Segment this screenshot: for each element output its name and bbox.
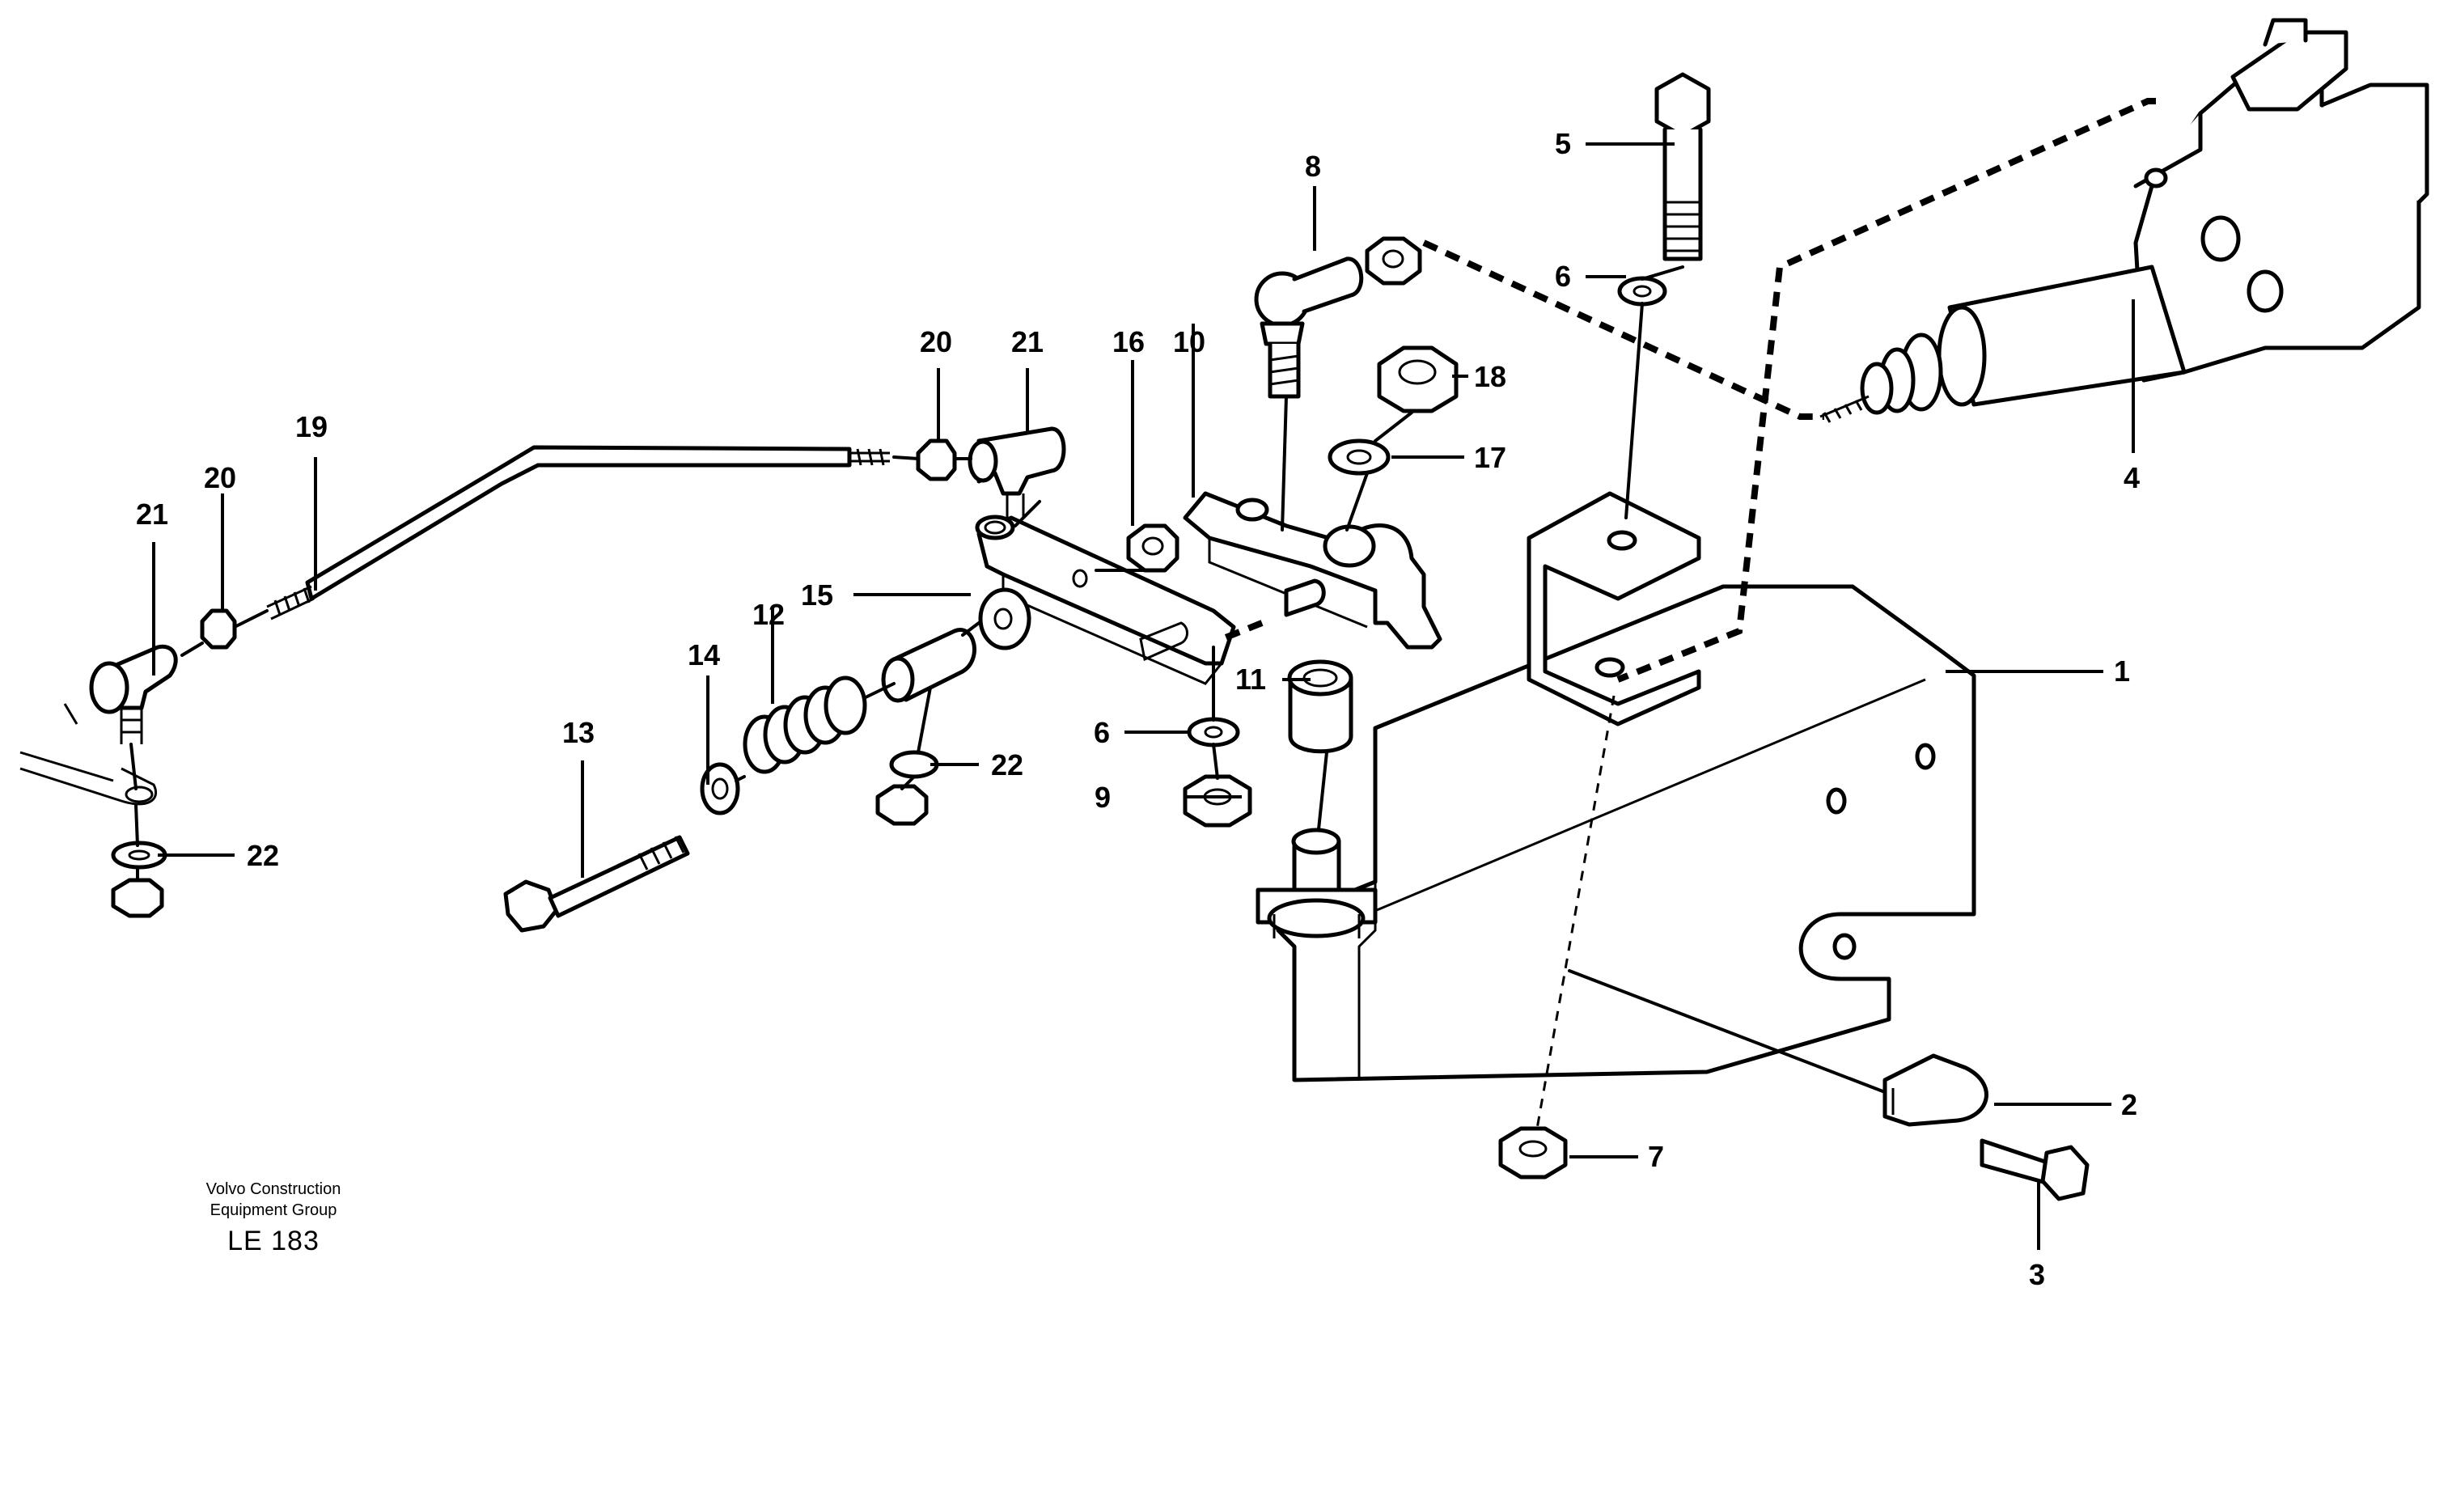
- callout-labels: 1 2 3 4 5 6 6 7 8 9 10 11 12 13 14 15 16…: [136, 127, 2140, 1291]
- washer-upper-icon: [978, 587, 1031, 650]
- washer-part-22-left: [111, 841, 167, 870]
- callout-18: 18: [1474, 360, 1506, 393]
- hole-icon: [125, 786, 154, 803]
- pivot-pin-icon: [1256, 828, 1378, 938]
- callout-20-left: 20: [204, 461, 236, 494]
- washer-part-14: [700, 762, 740, 815]
- callout-17: 17: [1474, 441, 1506, 474]
- callout-6-top: 6: [1555, 260, 1571, 293]
- callout-5: 5: [1555, 127, 1571, 160]
- callout-14: 14: [688, 638, 720, 671]
- callout-10: 10: [1173, 325, 1205, 358]
- callout-22-left: 22: [247, 839, 279, 872]
- callout-7: 7: [1648, 1140, 1664, 1173]
- callout-19: 19: [295, 410, 328, 443]
- drawing-code: LE 183: [227, 1226, 320, 1256]
- actuator-valve-part-4: [1819, 18, 2429, 423]
- nut-part-18: [1377, 345, 1459, 413]
- bolt-part-3: [1980, 1138, 2090, 1201]
- leader-lines: [152, 142, 2135, 1250]
- spring-part-12: [743, 676, 867, 774]
- washer-part-17: [1328, 438, 1391, 476]
- callout-8: 8: [1305, 150, 1321, 183]
- nut-part-7: [1498, 1126, 1568, 1180]
- callout-1: 1: [2114, 654, 2130, 688]
- washer-part-6-top: [1617, 276, 1667, 307]
- callout-4: 4: [2124, 461, 2140, 494]
- rod-part-19: [266, 445, 890, 620]
- nut-part-20-left: [200, 608, 237, 650]
- washer-hole-icon: [993, 608, 1013, 630]
- bracket-part-1: [1276, 491, 1976, 1082]
- bushing-part-11: [1287, 659, 1353, 754]
- nut-part-22-mid: [875, 784, 929, 826]
- washer-part-6-lower: [1187, 717, 1240, 748]
- callout-6-lower: 6: [1094, 716, 1110, 749]
- linkage-arm-icon: [19, 751, 157, 806]
- ball-joint-part-8: [1254, 236, 1422, 399]
- nut-part-20-right: [916, 438, 957, 481]
- spacer-sleeve-icon: [881, 628, 976, 703]
- callout-13: 13: [562, 716, 595, 749]
- callout-11: 11: [1235, 663, 1266, 696]
- washer-part-22-mid: [889, 750, 939, 779]
- footer-block: Volvo Construction Equipment Group LE 18…: [206, 1180, 341, 1256]
- callout-3: 3: [2029, 1258, 2045, 1291]
- hidden-line-icon: [63, 703, 78, 725]
- callout-22-mid: 22: [991, 748, 1023, 781]
- nut-part-22-left: [111, 878, 164, 918]
- callout-15: 15: [801, 578, 833, 612]
- clamp-part-2: [1882, 1053, 1988, 1127]
- company-line-1: Volvo Construction: [206, 1180, 341, 1198]
- nut-part-9: [1183, 774, 1252, 828]
- callout-12: 12: [752, 598, 785, 631]
- callout-2: 2: [2121, 1088, 2137, 1121]
- callout-16: 16: [1112, 325, 1145, 358]
- nut-part-16: [1126, 523, 1179, 573]
- ball-socket-part-21-left: [89, 644, 178, 744]
- ball-socket-part-21-right: [968, 426, 1066, 518]
- washer-hole-icon: [128, 849, 150, 861]
- bolt-part-13: [503, 835, 690, 933]
- assembly-axes: [129, 265, 1887, 1129]
- lever-part-10: [1183, 491, 1442, 650]
- washer-hole-icon: [1633, 285, 1652, 298]
- callout-21-left: 21: [136, 498, 168, 531]
- dashed-connection-lines: [1220, 98, 2156, 683]
- callout-9: 9: [1095, 781, 1111, 814]
- washer-hole-icon: [1204, 726, 1223, 739]
- callout-20-right: 20: [920, 325, 952, 358]
- bolt-part-5: [1654, 72, 1711, 261]
- plate-part-15: [975, 515, 1236, 685]
- callout-21-right: 21: [1011, 325, 1044, 358]
- company-line-2: Equipment Group: [210, 1201, 337, 1219]
- washer-hole-icon: [1346, 449, 1372, 465]
